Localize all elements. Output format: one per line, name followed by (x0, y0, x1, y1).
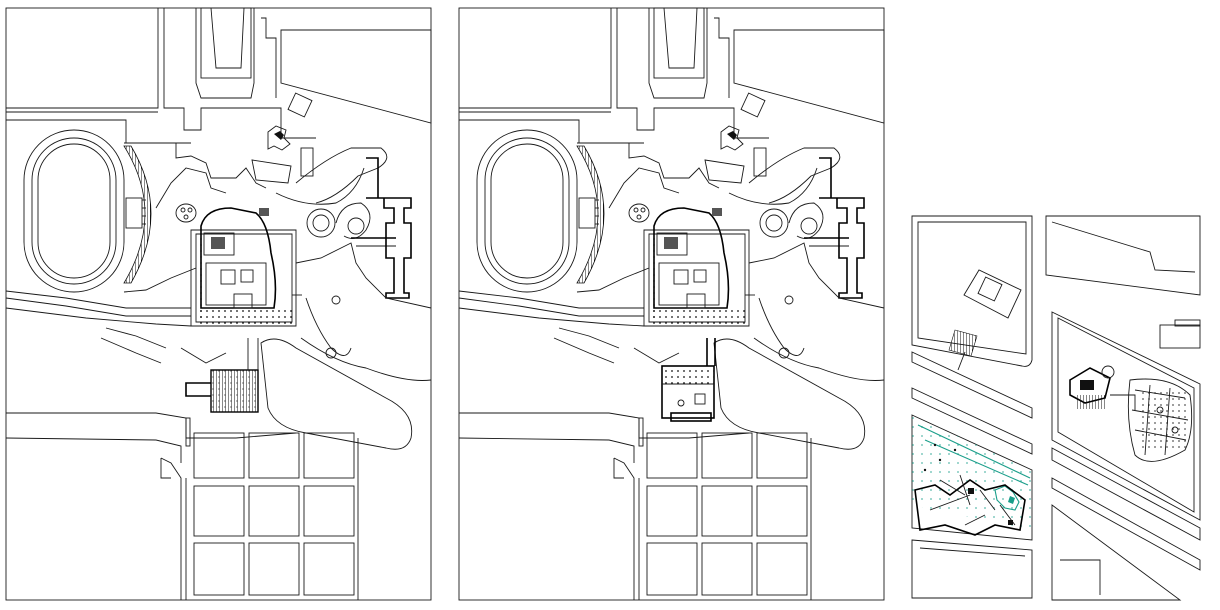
site-plan-panel-1 (4, 6, 433, 602)
detail-panel-3 (911, 215, 1201, 601)
site-plan-panel-2 (457, 6, 886, 602)
